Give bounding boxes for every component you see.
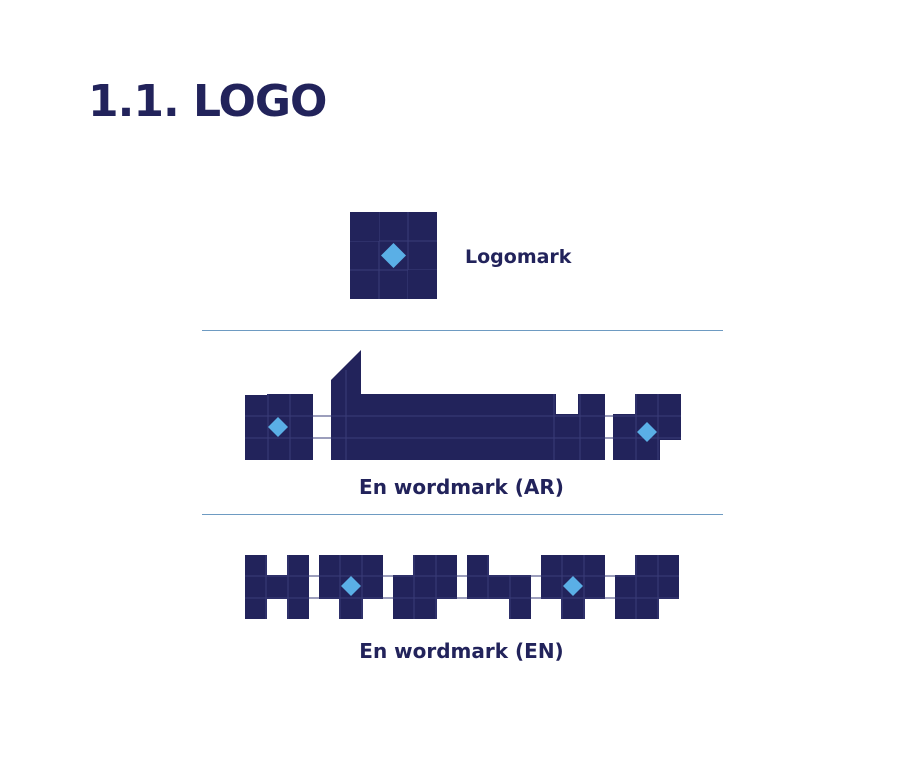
page-title: 1.1. LOGO [88, 76, 327, 127]
arabic-wordmark-icon [243, 350, 681, 462]
divider-top [202, 330, 723, 331]
english-wordmark-icon [243, 553, 681, 621]
divider-bottom [202, 514, 723, 515]
wordmark-en-label: En wordmark (EN) [359, 639, 564, 663]
logomark-icon [350, 212, 437, 299]
logomark-label: Logomark [465, 246, 572, 268]
wordmark-ar-label: En wordmark (AR) [359, 475, 564, 499]
